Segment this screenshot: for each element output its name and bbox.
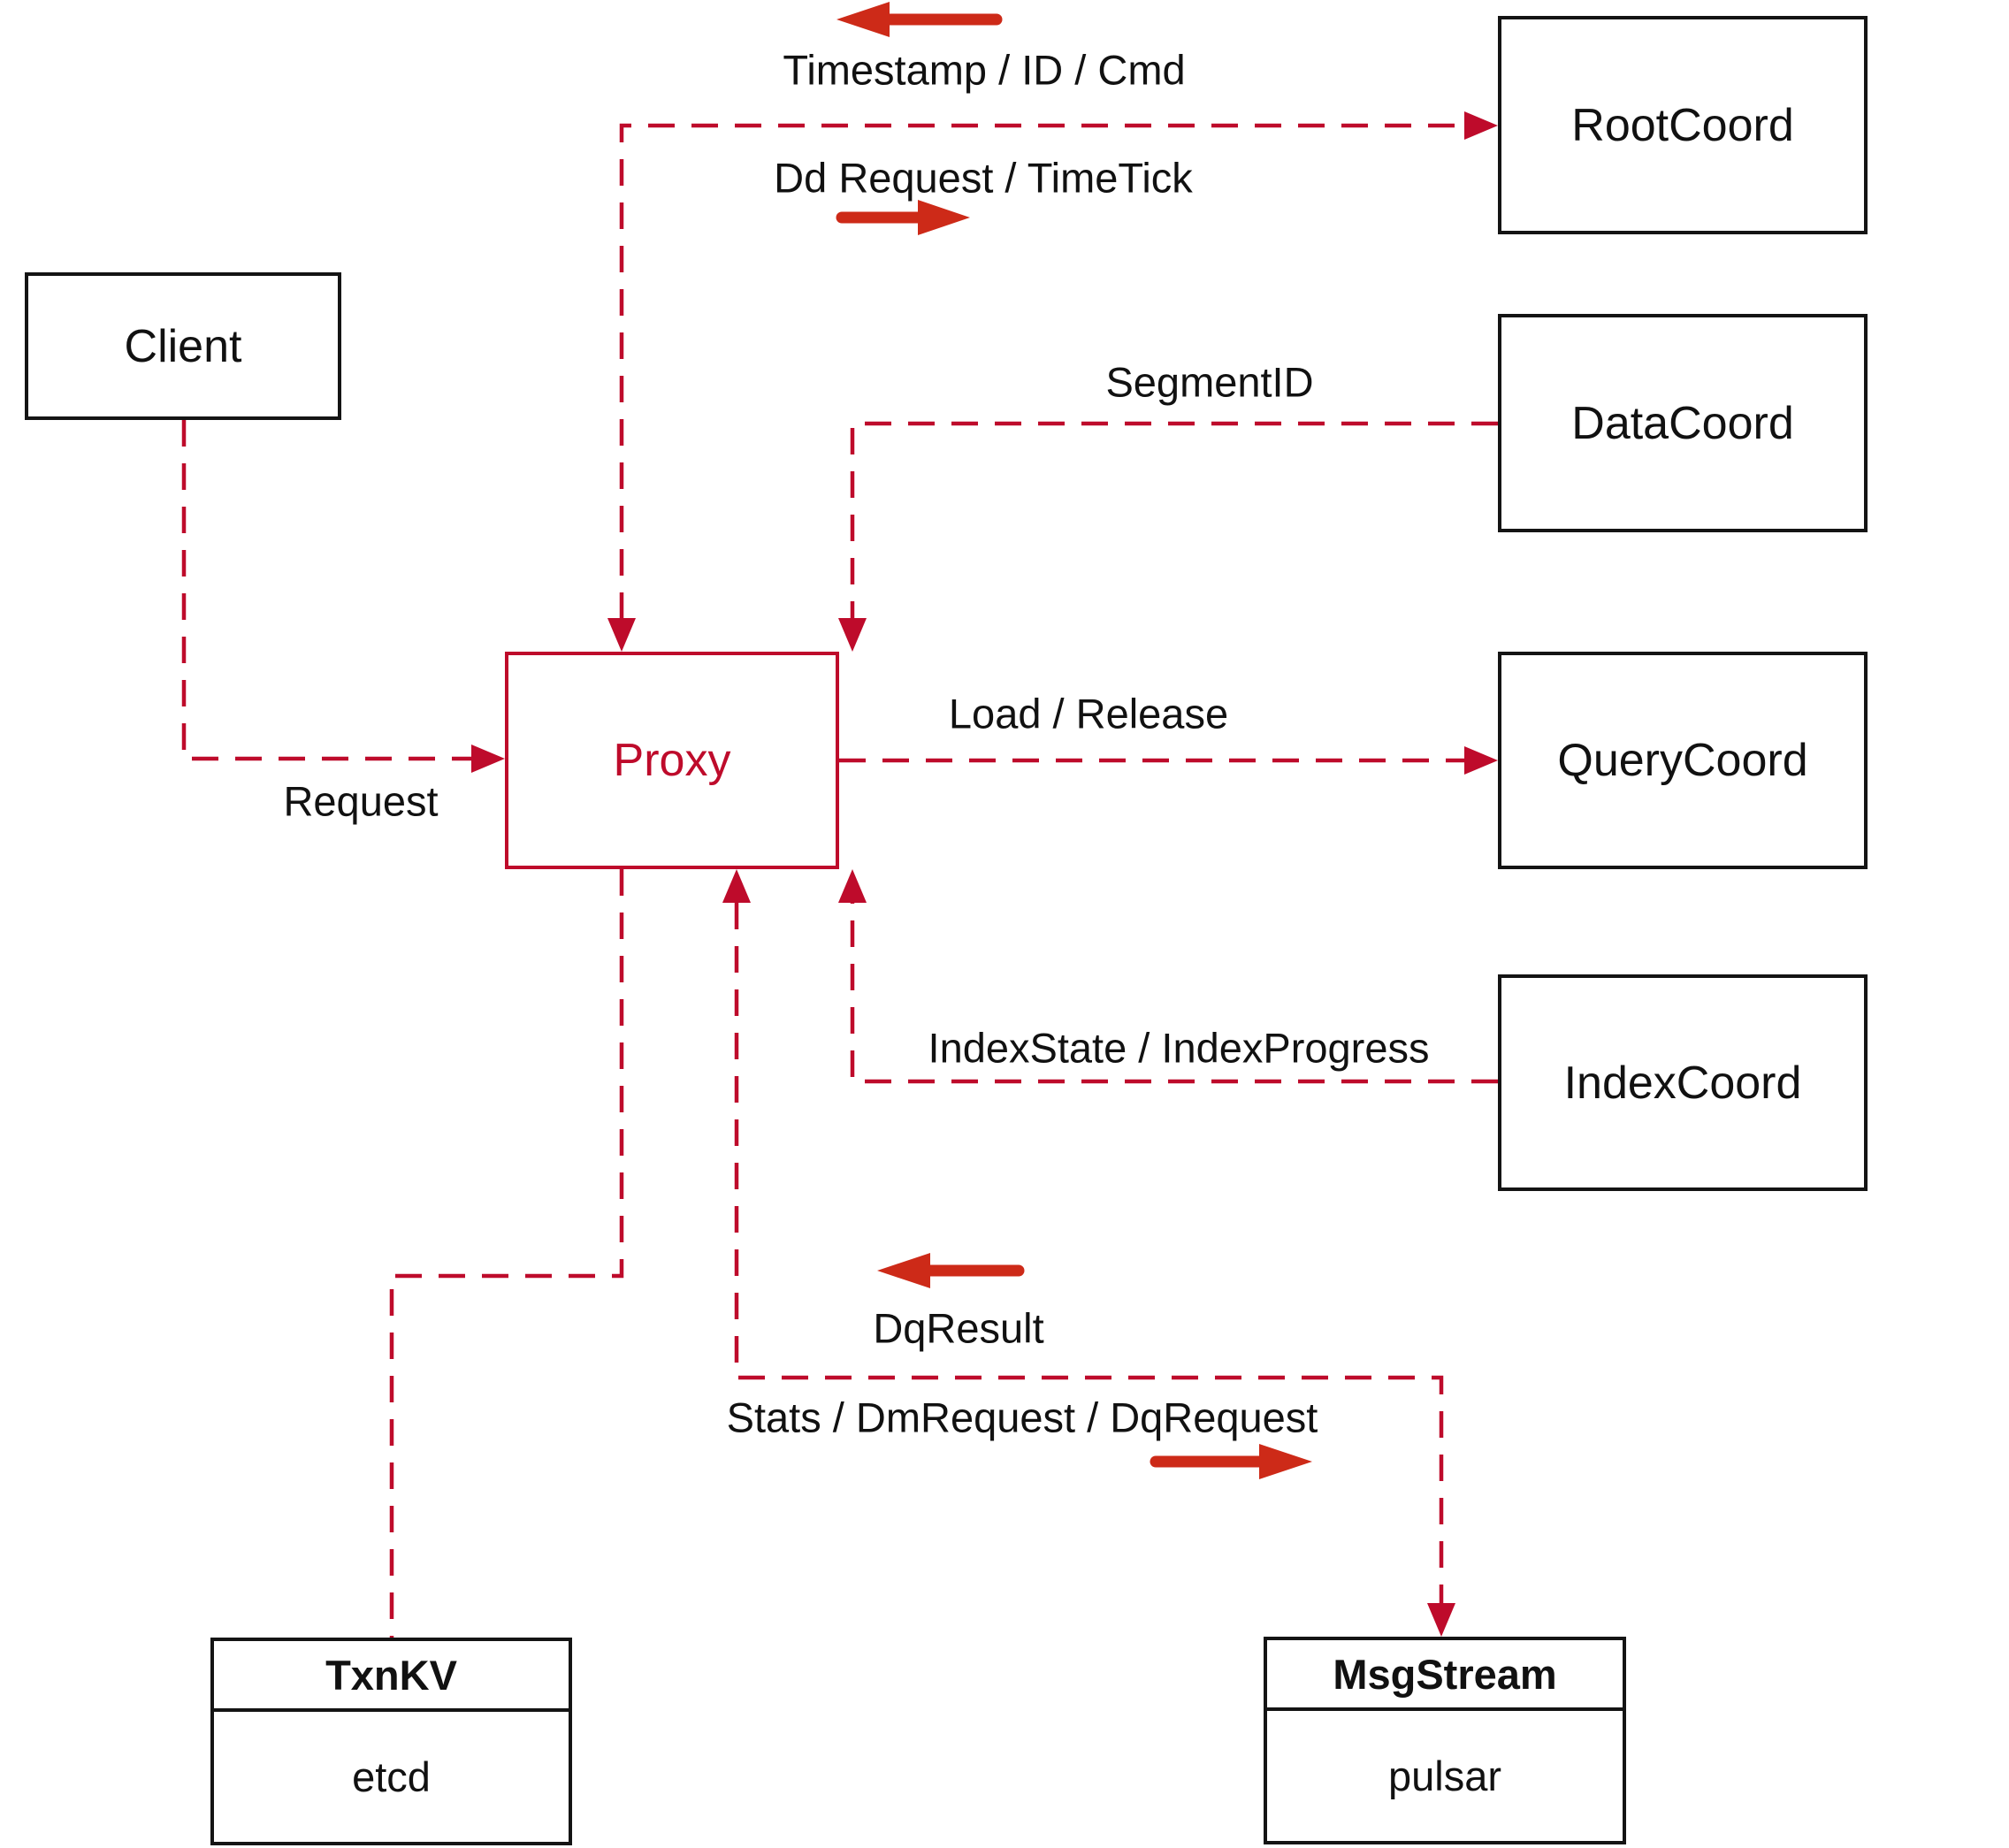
proxy-label: Proxy — [613, 735, 731, 786]
querycoord-label: QueryCoord — [1557, 735, 1808, 786]
edge-label-dd-request: Dd Request / TimeTick — [774, 154, 1193, 202]
arrow-right-stats-icon — [1150, 1444, 1312, 1479]
indexcoord-node: IndexCoord — [1498, 974, 1868, 1191]
arrowhead-into-proxy-left-icon — [471, 745, 505, 773]
edge-proxy-msgstream — [734, 903, 1444, 1604]
arrowhead-into-proxy-bottom-right-icon — [838, 869, 867, 903]
arrow-right-dd-request-icon — [836, 200, 970, 235]
rootcoord-label: RootCoord — [1571, 99, 1794, 151]
txnkv-title: TxnKV — [214, 1641, 569, 1712]
edge-datacoord-proxy — [850, 421, 1498, 619]
edge-label-dqresult: DqResult — [873, 1304, 1044, 1352]
edge-label-stats: Stats / DmRequest / DqRequest — [726, 1394, 1318, 1441]
msgstream-subtitle: pulsar — [1387, 1753, 1501, 1799]
arrowhead-into-proxy-top-right-icon — [838, 618, 867, 652]
client-node: Client — [25, 272, 341, 420]
datacoord-node: DataCoord — [1498, 314, 1868, 532]
edge-proxy-txnkv — [389, 869, 624, 1638]
arrowhead-into-proxy-top-left-icon — [607, 618, 636, 652]
edge-client-proxy — [181, 420, 471, 761]
arrowhead-into-rootcoord-icon — [1464, 111, 1498, 140]
msgstream-title: MsgStream — [1267, 1640, 1623, 1711]
edge-label-indexstate: IndexState / IndexProgress — [928, 1024, 1430, 1072]
arrowhead-into-msgstream-icon — [1427, 1603, 1455, 1637]
edge-label-request: Request — [283, 777, 439, 825]
edge-proxy-rootcoord — [619, 123, 1463, 619]
proxy-node: Proxy — [505, 652, 839, 869]
arrowhead-into-querycoord-icon — [1464, 746, 1498, 775]
querycoord-node: QueryCoord — [1498, 652, 1868, 869]
arrow-left-timestamp-icon — [836, 2, 1003, 37]
arrow-left-dqresult-icon — [877, 1253, 1025, 1288]
indexcoord-label: IndexCoord — [1563, 1057, 1802, 1109]
datacoord-label: DataCoord — [1571, 397, 1794, 449]
txnkv-node: TxnKV etcd — [210, 1638, 572, 1845]
edge-label-timestamp: Timestamp / ID / Cmd — [783, 46, 1186, 94]
rootcoord-node: RootCoord — [1498, 16, 1868, 234]
edge-label-load-release: Load / Release — [948, 690, 1229, 737]
msgstream-node: MsgStream pulsar — [1264, 1637, 1626, 1844]
client-label: Client — [124, 320, 242, 372]
edge-label-segmentid: SegmentID — [1105, 358, 1314, 406]
txnkv-subtitle: etcd — [352, 1753, 431, 1800]
arrowhead-into-proxy-bottom-left-icon — [722, 869, 751, 903]
